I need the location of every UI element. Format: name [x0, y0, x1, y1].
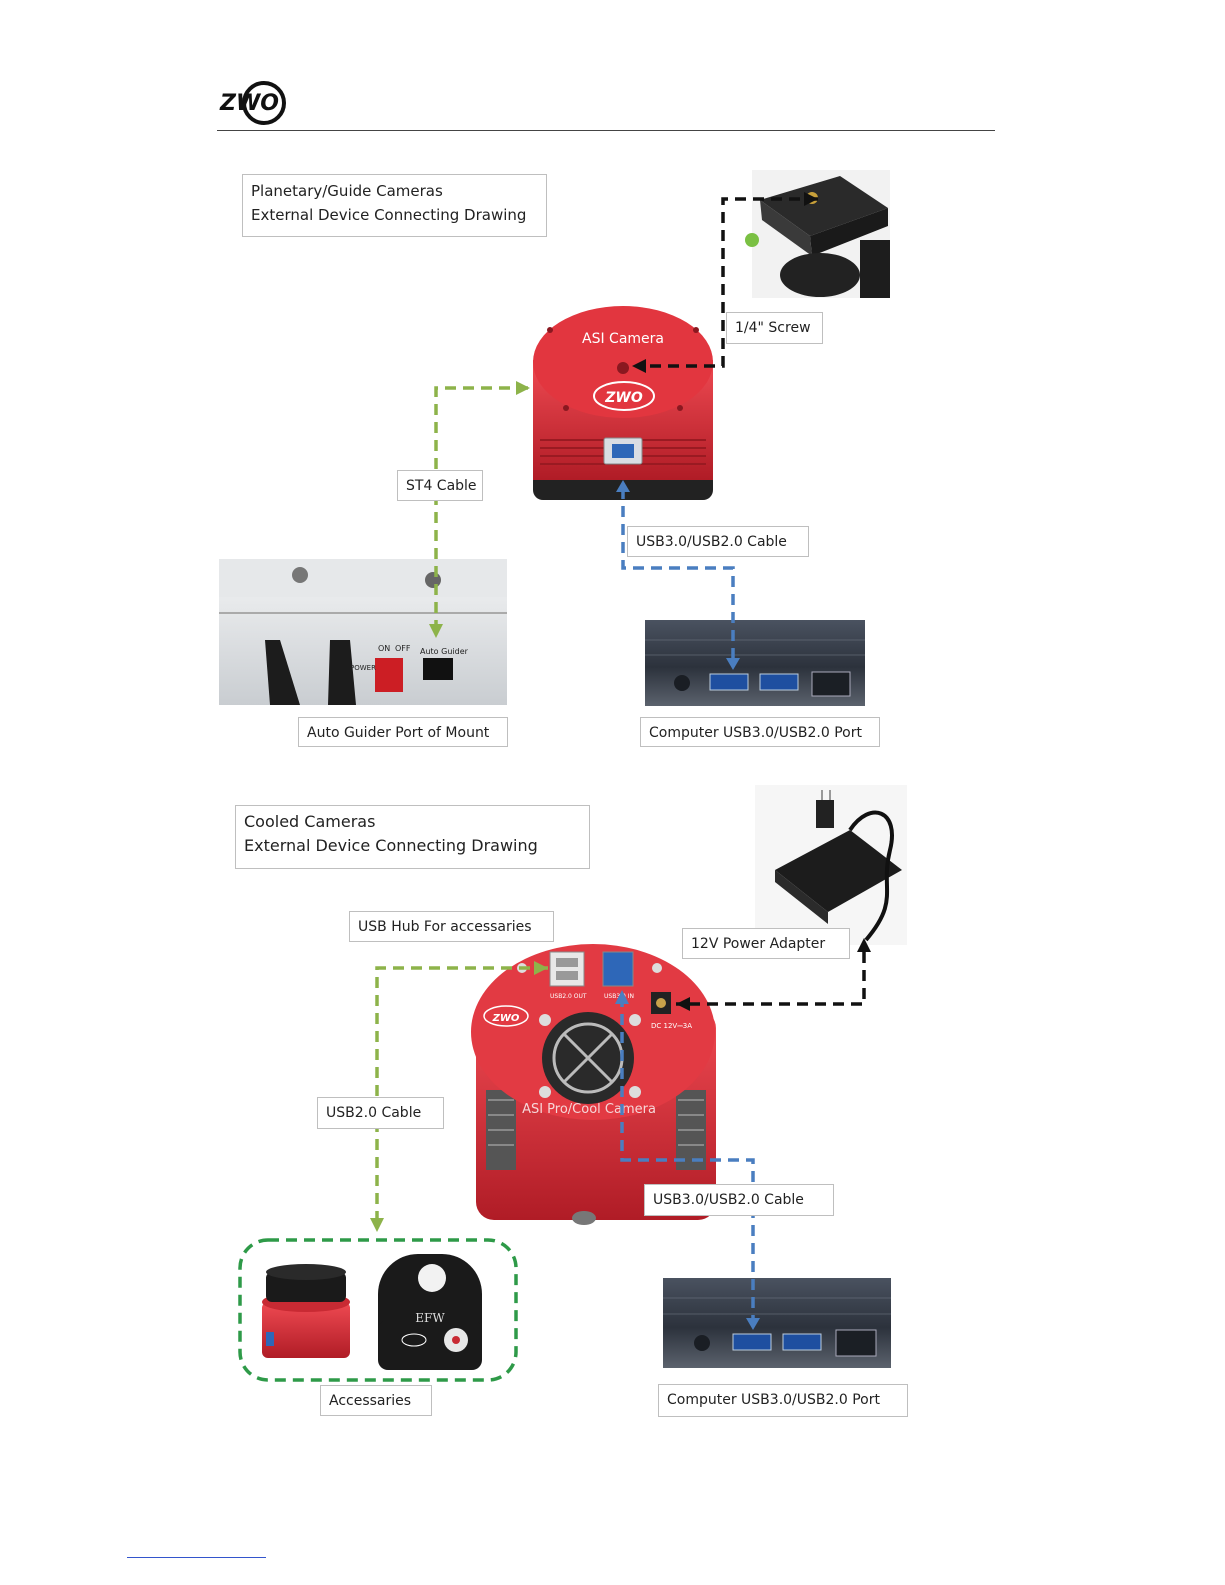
header-logo: ZWO: [218, 78, 290, 128]
screw-label: 1/4" Screw: [726, 312, 823, 344]
section2-title: Cooled Cameras External Device Connectin…: [235, 805, 590, 869]
computer-port-image-2: [663, 1278, 891, 1368]
power-adapter-image: [755, 785, 907, 945]
logo-text: ZWO: [219, 91, 279, 116]
filter-wheel-image: EFW: [378, 1254, 482, 1370]
tripod-head-image: [745, 170, 890, 298]
cooled-camera-label: ASI Pro/Cool Camera: [522, 1102, 656, 1117]
usb-cable-label-2: USB3.0/USB2.0 Cable: [644, 1184, 834, 1216]
header-rule: [217, 130, 995, 131]
asi-camera-image: ZWO ASI Camera: [533, 306, 713, 500]
st4-cable-label: ST4 Cable: [397, 470, 483, 501]
efw-text: EFW: [415, 1311, 445, 1325]
section1-title-line1: Planetary/Guide Cameras: [251, 182, 443, 200]
usb-connector-1: [621, 488, 735, 664]
port-out-text: USB2.0 OUT: [550, 993, 587, 1000]
computer-port-label-2: Computer USB3.0/USB2.0 Port: [658, 1384, 908, 1417]
camera-label: ASI Camera: [582, 331, 664, 347]
mount-auto-guider-text: Auto Guider: [420, 647, 469, 656]
usb-cable-label-1: USB3.0/USB2.0 Cable: [627, 526, 809, 557]
accessories-group: [238, 1238, 518, 1382]
usb3-connector: [620, 996, 755, 1324]
mini-camera-image: [262, 1264, 350, 1358]
section2-title-line1: Cooled Cameras: [244, 812, 376, 831]
footer-link-rule: [127, 1557, 266, 1558]
computer-port-label-1: Computer USB3.0/USB2.0 Port: [640, 717, 880, 747]
cooled-camera-logo-text: ZWO: [492, 1013, 520, 1024]
computer-port-image-1: [645, 620, 865, 706]
cooled-camera-image: ZWO USB2.0 OUT USB3.0 IN DC 12V⎓3A ASI P…: [471, 944, 716, 1225]
usb2-connector: [375, 966, 548, 1226]
power-adapter-label: 12V Power Adapter: [682, 928, 850, 959]
st4-connector: [434, 386, 528, 632]
dc-label-text: DC 12V⎓3A: [651, 1022, 692, 1030]
mount-on-text: ON: [378, 644, 390, 653]
accessories-label: Accessaries: [320, 1385, 432, 1416]
usb-hub-label: USB Hub For accessaries: [349, 911, 554, 942]
section1-title: Planetary/Guide Cameras External Device …: [242, 174, 547, 237]
mount-power-text: POWER: [350, 664, 376, 672]
section1-title-line2: External Device Connecting Drawing: [251, 206, 527, 224]
mount-port-image: ON OFF Auto Guider POWER: [219, 559, 507, 705]
section2-title-line2: External Device Connecting Drawing: [244, 836, 538, 855]
mount-port-label: Auto Guider Port of Mount: [298, 717, 508, 747]
mount-off-text: OFF: [395, 644, 411, 653]
usb2-cable-label: USB2.0 Cable: [317, 1097, 444, 1129]
camera-logo-text: ZWO: [604, 390, 643, 406]
